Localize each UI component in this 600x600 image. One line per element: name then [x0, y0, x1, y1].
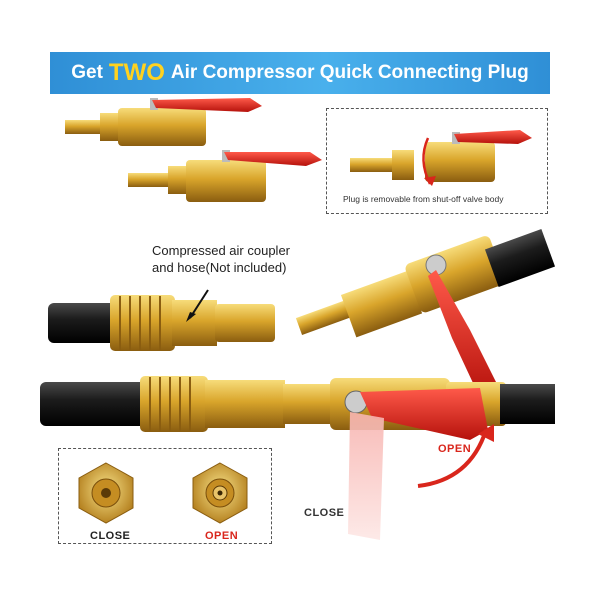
open-port-icon — [192, 462, 248, 524]
detail-valve — [350, 130, 532, 186]
upper-hose — [48, 289, 275, 351]
title-banner: Get TWO Air Compressor Quick Connecting … — [50, 52, 550, 94]
port-compare-box — [58, 448, 272, 544]
lower-hose-assembly — [40, 376, 555, 540]
banner-highlight: TWO — [108, 59, 165, 86]
hose-note-line2: and hose(Not included) — [152, 260, 287, 275]
floating-valve — [295, 228, 556, 398]
detail-caption: Plug is removable from shut-off valve bo… — [343, 194, 504, 204]
hose-note-line1: Compressed air coupler — [152, 243, 291, 258]
banner-suffix: Air Compressor Quick Connecting Plug — [170, 62, 529, 83]
detail-box — [326, 108, 548, 214]
close-main-label: CLOSE — [304, 507, 345, 519]
valve-1 — [65, 98, 262, 146]
banner-prefix: Get — [71, 62, 103, 83]
open-main-label: OPEN — [438, 443, 472, 455]
hose-note: Compressed air coupler and hose(Not incl… — [152, 242, 290, 276]
close-small-label: CLOSE — [90, 530, 131, 542]
valve-2 — [128, 150, 322, 202]
open-small-label: OPEN — [205, 530, 239, 542]
close-port-icon — [78, 462, 134, 524]
